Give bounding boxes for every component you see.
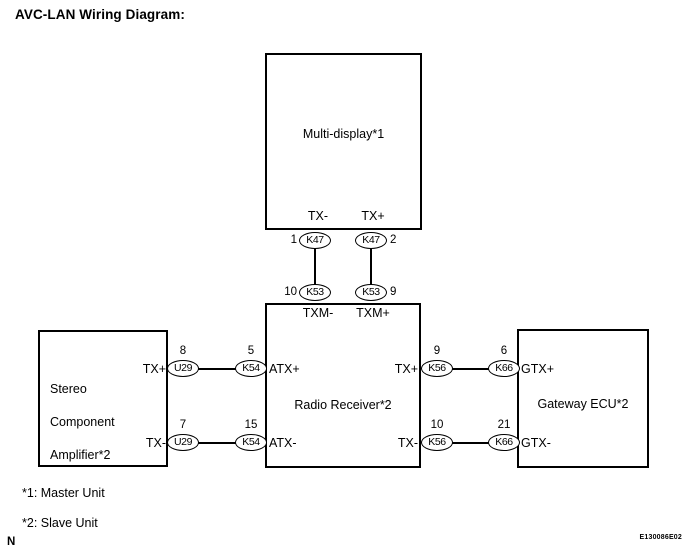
pin-u29-bottom: 7 [179, 419, 187, 431]
pin-k66-top: 6 [500, 345, 508, 357]
page-marker: N [7, 536, 16, 548]
label-multi-display: Multi-display*1 [302, 127, 385, 141]
connector-k47-right: K47 [355, 232, 387, 249]
signal-radio-txm-minus: TXM- [302, 306, 334, 320]
box-radio-receiver [265, 303, 421, 468]
box-multi-display [265, 53, 422, 230]
pin-k56-bottom: 10 [430, 419, 444, 431]
box-gateway-ecu [517, 329, 649, 468]
connector-k56-top: K56 [421, 360, 453, 377]
connector-k53-right: K53 [355, 284, 387, 301]
pin-k53-right: 9 [390, 286, 397, 298]
pin-k47-right: 2 [390, 234, 397, 246]
pin-k47-left: 1 [290, 234, 297, 246]
connector-k47-left: K47 [299, 232, 331, 249]
connector-k66-top: K66 [488, 360, 520, 377]
signal-stereo-tx-minus: TX- [145, 436, 166, 450]
wire-multi-to-radio-plus [370, 240, 372, 294]
signal-radio-atx-plus: ATX+ [269, 362, 300, 376]
figure-code: E130086E02 [639, 534, 682, 541]
label-radio-receiver: Radio Receiver*2 [294, 398, 392, 412]
signal-gateway-gtx-plus: GTX+ [521, 362, 554, 376]
signal-radio-tx-plus: TX+ [394, 362, 418, 376]
footnote-master-unit: *1: Master Unit [22, 486, 105, 500]
wire-radio-to-gateway-minus [437, 442, 504, 444]
connector-u29-top: U29 [167, 360, 199, 377]
signal-stereo-tx-plus: TX+ [142, 362, 166, 376]
label-stereo-line1: Stereo [50, 381, 87, 396]
footnote-slave-unit: *2: Slave Unit [22, 516, 98, 530]
wire-stereo-to-radio-minus [183, 442, 251, 444]
pin-u29-top: 8 [179, 345, 187, 357]
signal-radio-tx-minus: TX- [397, 436, 418, 450]
connector-k54-bottom: K54 [235, 434, 267, 451]
label-stereo-line2: Component [50, 414, 115, 429]
signal-radio-txm-plus: TXM+ [356, 306, 390, 320]
connector-k53-left: K53 [299, 284, 331, 301]
pin-k56-top: 9 [433, 345, 441, 357]
wire-multi-to-radio-minus [314, 240, 316, 294]
label-stereo-line3: Amplifier*2 [50, 447, 111, 462]
signal-gateway-gtx-minus: GTX- [521, 436, 551, 450]
wire-stereo-to-radio-plus [183, 368, 251, 370]
signal-multi-tx-minus: TX- [307, 209, 329, 223]
connector-k66-bottom: K66 [488, 434, 520, 451]
connector-u29-bottom: U29 [167, 434, 199, 451]
signal-radio-atx-minus: ATX- [269, 436, 297, 450]
connector-k56-bottom: K56 [421, 434, 453, 451]
connector-k54-top: K54 [235, 360, 267, 377]
box-stereo-amplifier [38, 330, 168, 467]
label-gateway-ecu: Gateway ECU*2 [537, 397, 629, 411]
pin-k54-top: 5 [247, 345, 255, 357]
pin-k53-left: 10 [284, 286, 297, 298]
page-title: AVC-LAN Wiring Diagram: [15, 7, 185, 22]
pin-k66-bottom: 21 [497, 419, 511, 431]
pin-k54-bottom: 15 [244, 419, 258, 431]
wire-radio-to-gateway-plus [437, 368, 504, 370]
signal-multi-tx-plus: TX+ [361, 209, 385, 223]
label-stereo-amplifier: Stereo Component Amplifier*2 [50, 364, 162, 480]
